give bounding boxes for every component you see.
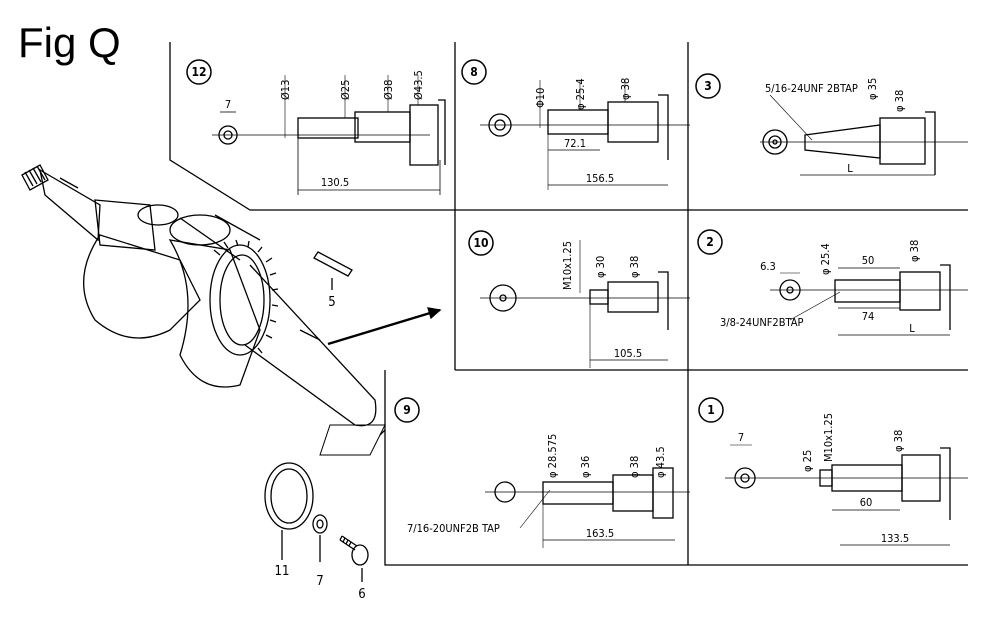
p8-dim-38: φ 38	[619, 78, 632, 100]
p10-length: 105.5	[614, 347, 642, 360]
panel-9-number: 9	[403, 403, 411, 417]
p2-dim-38: φ 38	[908, 240, 921, 262]
panel-12-drawing	[212, 75, 446, 195]
p12-length: 130.5	[321, 176, 349, 189]
panel-3-drawing	[760, 94, 968, 176]
oring-part	[264, 462, 314, 530]
panel-1-drawing	[725, 444, 968, 546]
panel-frames	[169, 42, 968, 566]
p2-dim-25-4: φ 25.4	[819, 243, 832, 275]
p8-length-2: 156.5	[586, 172, 614, 185]
p1-dim-7: 7	[738, 431, 744, 444]
p10-dim-38: φ 38	[628, 256, 641, 278]
p3-dim-35: φ 35	[866, 78, 879, 100]
crankshaft-drawing	[21, 164, 386, 456]
p9-length: 163.5	[586, 527, 614, 540]
p12-dim-43-5: Ø43.5	[412, 70, 425, 100]
p3-tap: 5/16-24UNF 2BTAP	[765, 82, 858, 95]
p9-dim-43-5: φ 43.5	[654, 446, 667, 478]
p10-dim-m10: M10x1.25	[561, 241, 574, 290]
p9-tap: 7/16-20UNF2B TAP	[407, 522, 500, 535]
p1-length-133-5: 133.5	[881, 532, 909, 545]
p3-dim-38: φ 38	[893, 90, 906, 112]
p1-dim-25: φ 25	[801, 450, 814, 472]
p3-length: L	[847, 162, 853, 175]
p8-dim-10: Φ10	[534, 88, 547, 108]
p10-dim-30: φ 30	[594, 256, 607, 278]
p1-length-60: 60	[860, 496, 873, 509]
figure-title: Fig Q	[18, 19, 121, 66]
bolt-part	[339, 535, 369, 582]
p12-dim-7: 7	[225, 98, 231, 111]
panel-8-drawing	[480, 80, 690, 190]
p1-dim-38: φ 38	[892, 430, 905, 452]
panel-10-number: 10	[473, 236, 488, 250]
pointer-arrow	[327, 308, 441, 346]
panel-8-number: 8	[470, 65, 478, 79]
p1-dim-m10: M10x1.25	[822, 413, 835, 462]
panel-3-number: 3	[704, 79, 712, 93]
panel-12-number: 12	[191, 65, 206, 79]
p12-dim-38: Ø38	[382, 80, 395, 100]
panel-9-drawing	[485, 467, 690, 548]
panel-1-number: 1	[707, 403, 715, 417]
p8-dim-25-4: φ 25.4	[574, 78, 587, 110]
panel-10-drawing	[480, 240, 690, 368]
washer-part	[312, 514, 328, 534]
callout-washer: 7	[316, 574, 323, 589]
callout-bolt: 6	[358, 587, 365, 602]
callout-oring: 11	[275, 564, 290, 579]
panel-2-drawing	[770, 264, 968, 336]
p9-dim-36: φ 36	[579, 456, 592, 478]
p2-tap: 3/8-24UNF2BTAP	[720, 316, 803, 329]
key-part	[313, 251, 353, 277]
p2-dim-6-3: 6.3	[760, 260, 776, 273]
p8-length-1: 72.1	[564, 137, 586, 150]
callout-key: 5	[328, 295, 335, 310]
p9-dim-38: φ 38	[628, 456, 641, 478]
p9-dim-28-575: φ 28.575	[546, 434, 559, 478]
p2-length-74: 74	[862, 310, 875, 323]
p12-dim-13: Ø13	[279, 80, 292, 100]
p12-dim-25: Ø25	[339, 80, 352, 100]
p2-length-50: 50	[862, 254, 875, 267]
p2-length-l: L	[909, 322, 915, 335]
panel-2-number: 2	[706, 235, 714, 249]
